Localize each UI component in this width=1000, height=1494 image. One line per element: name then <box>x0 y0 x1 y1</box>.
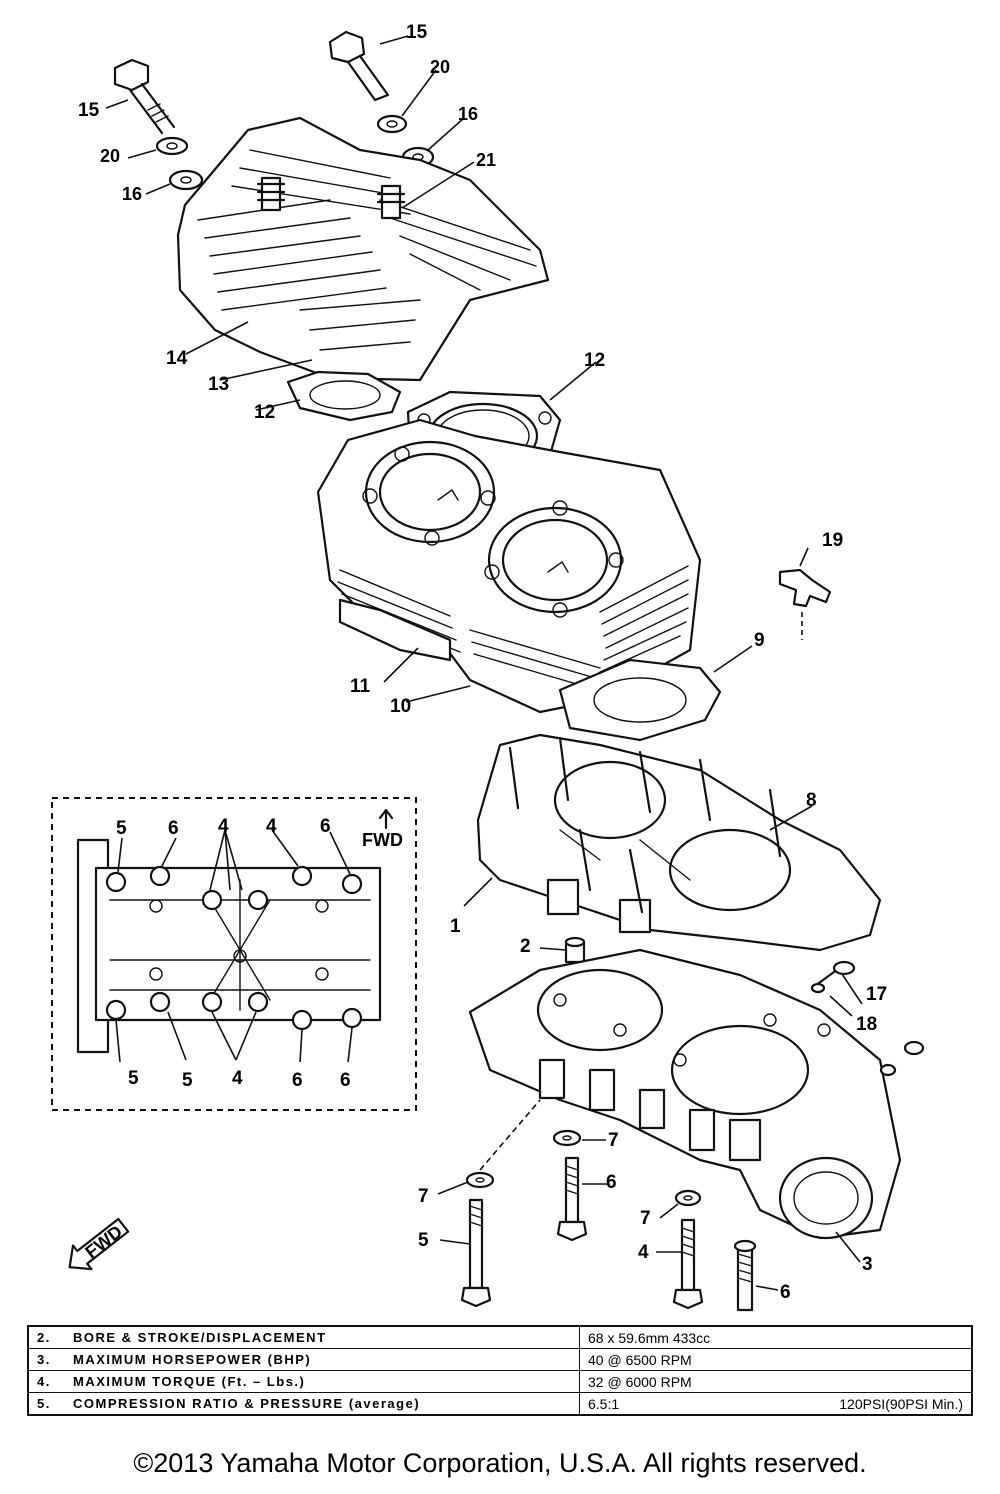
spec-num: 5. <box>37 1396 51 1411</box>
spec-value: 6.5:1 <box>588 1395 620 1412</box>
up-arrow-icon <box>378 808 394 830</box>
callout-5: 5 <box>418 1230 429 1251</box>
spec-row: 2. BORE & STROKE/DISPLACEMENT 68 x 59.6mm… <box>27 1325 973 1349</box>
callout-14: 14 <box>166 348 188 369</box>
callout-17: 17 <box>866 984 887 1005</box>
spec-num: 4. <box>37 1374 51 1389</box>
callout-7-c: 7 <box>640 1208 651 1229</box>
spec-value-pressure: 120PSI(90PSI Min.) <box>839 1395 963 1412</box>
spec-row: 3. MAXIMUM HORSEPOWER (BHP) 40 @ 6500 RPM <box>27 1348 973 1371</box>
callout-3: 3 <box>862 1254 873 1275</box>
callout-7-b: 7 <box>418 1186 429 1207</box>
inset-fwd-label: FWD <box>362 830 403 850</box>
spec-name: MAXIMUM HORSEPOWER (BHP) <box>73 1352 312 1367</box>
callout-12-right: 12 <box>584 350 605 371</box>
callout-11: 11 <box>350 676 371 697</box>
spec-name: MAXIMUM TORQUE (Ft. – Lbs.) <box>73 1374 306 1389</box>
base-gasket <box>558 658 722 742</box>
underside-inset <box>51 797 417 1111</box>
callout-15-left: 15 <box>78 100 100 121</box>
callout-1: 1 <box>450 916 461 937</box>
callout-8: 8 <box>806 790 817 811</box>
inset-top-label: 4 <box>266 816 277 837</box>
callout-labels: 15 15 20 16 20 16 21 14 13 12 12 19 9 11… <box>78 22 887 1303</box>
drain-screw <box>810 960 925 1077</box>
inset-bottom-label: 4 <box>232 1068 243 1089</box>
lower-bolts <box>460 1099 757 1312</box>
inset-bottom-label: 5 <box>182 1070 193 1091</box>
callout-9: 9 <box>754 630 765 651</box>
fwd-badge <box>68 1217 130 1271</box>
leader-lines <box>105 35 863 1291</box>
spec-table: 2. BORE & STROKE/DISPLACEMENT 68 x 59.6mm… <box>27 1325 973 1416</box>
inset-top-label: 6 <box>320 816 331 837</box>
callout-6-a: 6 <box>606 1172 617 1193</box>
spec-value: 32 @ 6000 RPM <box>579 1370 973 1393</box>
cylinder-block <box>316 418 702 714</box>
inset-labels: 5 6 4 4 6 FWD 5 5 4 6 6 <box>116 816 403 1091</box>
spec-row: 5. COMPRESSION RATIO & PRESSURE (average)… <box>27 1392 973 1416</box>
callout-16-left: 16 <box>122 184 142 204</box>
inset-top-label: 6 <box>168 818 179 839</box>
callout-12-left: 12 <box>254 402 275 423</box>
callout-20-left: 20 <box>100 146 120 166</box>
inset-top-label: 5 <box>116 818 127 839</box>
exploded-parts-diagram: 15 15 20 16 20 16 21 14 13 12 12 19 9 11… <box>51 22 925 1312</box>
copyright-notice: ©2013 Yamaha Motor Corporation, U.S.A. A… <box>133 1448 867 1478</box>
inset-bottom-label: 5 <box>128 1068 139 1089</box>
callout-19: 19 <box>822 530 843 551</box>
inset-bolt-holes <box>105 865 363 1031</box>
callout-15-right: 15 <box>406 22 428 43</box>
tee-fitting <box>778 568 832 640</box>
callout-13: 13 <box>208 374 229 395</box>
spec-num: 2. <box>37 1330 51 1345</box>
upper-crankcase <box>476 733 882 952</box>
callout-10: 10 <box>390 696 411 717</box>
spec-num: 3. <box>37 1352 51 1367</box>
spec-value: 68 x 59.6mm 433cc <box>579 1325 973 1349</box>
spec-name: BORE & STROKE/DISPLACEMENT <box>73 1330 327 1345</box>
inset-bottom-label: 6 <box>292 1070 303 1091</box>
inset-top-label: 4 <box>218 816 229 837</box>
head-bolt-right <box>328 30 390 102</box>
callout-18: 18 <box>856 1014 877 1035</box>
callout-7-a: 7 <box>608 1130 619 1151</box>
inset-bottom-label: 6 <box>340 1070 351 1091</box>
callout-16-right: 16 <box>458 104 478 124</box>
lower-crankcase <box>468 948 902 1240</box>
callout-6-b: 6 <box>780 1282 791 1303</box>
spec-row: 4. MAXIMUM TORQUE (Ft. – Lbs.) 32 @ 6000 … <box>27 1370 973 1393</box>
callout-2: 2 <box>520 936 531 957</box>
spec-value: 40 @ 6500 RPM <box>579 1348 973 1371</box>
callout-4: 4 <box>638 1242 649 1263</box>
cylinder-head <box>176 116 550 382</box>
callout-20-right: 20 <box>430 57 450 77</box>
head-bolt-left <box>113 58 176 135</box>
spec-name: COMPRESSION RATIO & PRESSURE (average) <box>73 1396 421 1411</box>
callout-21: 21 <box>476 150 496 170</box>
knock-pin <box>564 936 586 964</box>
